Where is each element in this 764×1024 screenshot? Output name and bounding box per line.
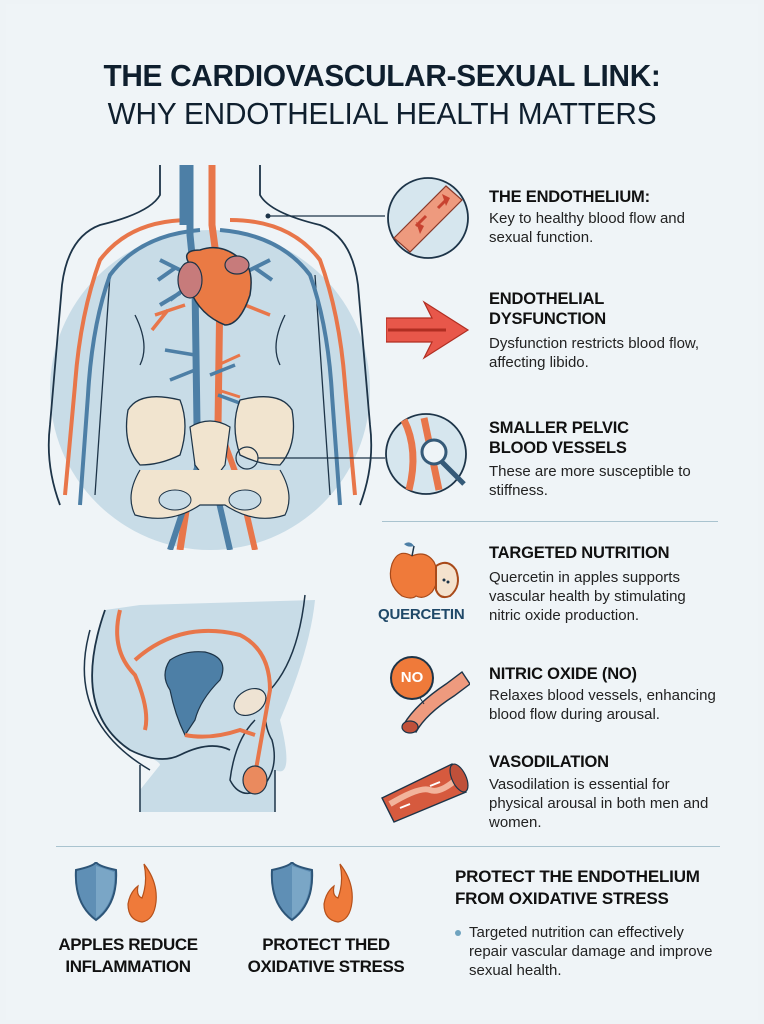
section-heading-nutrition: TARGETED NUTRITION xyxy=(489,544,670,562)
shield-flame-icons xyxy=(74,862,157,923)
circulatory-system-illustration xyxy=(47,165,385,550)
section-text-vasodilation: Vasodilation is essential for physical a… xyxy=(489,776,709,831)
section-text-nitric-oxide: Relaxes blood vessels, enhancing blood f… xyxy=(489,687,716,723)
page-title: THE CARDIOVASCULAR-SEXUAL LINK: xyxy=(103,58,661,93)
bottom-heading: PROTECT THE ENDOTHELIUM FROM OXIDATIVE S… xyxy=(455,866,700,910)
section-heading-pelvic: SMALLER PELVIC BLOOD VESSELS xyxy=(489,418,629,458)
bottom-label-apples: APPLES REDUCE INFLAMMATION xyxy=(42,934,214,978)
section-text-dysfunction: Dysfunction restricts blood flow, affect… xyxy=(489,335,700,371)
heading-line: FROM OXIDATIVE STRESS xyxy=(455,889,669,908)
shield-flame-icons xyxy=(270,862,353,923)
divider xyxy=(56,846,720,847)
pelvic-cross-section-illustration xyxy=(83,594,316,812)
heading-line: ENDOTHELIAL xyxy=(489,290,605,308)
section-text-pelvic: These are more susceptible to stiffness. xyxy=(489,463,691,499)
dilated-vessel-icon xyxy=(381,763,469,823)
section-heading-nitric-oxide: NITRIC OXIDE (NO) xyxy=(489,665,637,683)
bottom-bullet: Targeted nutrition can effectively repai… xyxy=(455,923,720,980)
divider xyxy=(382,521,718,522)
section-heading-endothelium: THE ENDOTHELIUM: xyxy=(489,188,650,206)
heading-line: PROTECT THE ENDOTHELIUM xyxy=(455,867,700,886)
section-text-nutrition: Quercetin in apples supports vascular he… xyxy=(489,569,686,624)
bullet-dot xyxy=(455,930,461,936)
heading-line: DYSFUNCTION xyxy=(489,310,606,328)
label-line: INFLAMMATION xyxy=(65,957,191,976)
heading-line: BLOOD VESSELS xyxy=(489,439,627,457)
label-line: APPLES REDUCE xyxy=(58,935,198,954)
blood-vessel-icon xyxy=(387,177,469,259)
label-line: OXIDATIVE STRESS xyxy=(247,957,405,976)
bullet-text: Targeted nutrition can effectively repai… xyxy=(469,924,713,979)
bottom-label-oxidative: PROTECT THED OXIDATIVE STRESS xyxy=(236,934,416,978)
label-line: PROTECT THED xyxy=(262,935,390,954)
nitric-oxide-vessel-icon xyxy=(401,670,470,734)
magnified-vessel-icon xyxy=(385,413,467,495)
red-arrow-icon xyxy=(386,300,470,360)
no-badge: NO xyxy=(390,656,434,700)
section-heading-dysfunction: ENDOTHELIAL DYSFUNCTION xyxy=(489,289,606,329)
heading-line: SMALLER PELVIC xyxy=(489,419,629,437)
quercetin-label: QUERCETIN xyxy=(378,606,465,623)
apple-icon xyxy=(389,542,459,599)
section-text-endothelium: Key to healthy blood flow and sexual fun… xyxy=(489,210,685,246)
section-heading-vasodilation: VASODILATION xyxy=(489,753,609,771)
page-subtitle: WHY ENDOTHELIAL HEALTH MATTERS xyxy=(107,96,657,131)
